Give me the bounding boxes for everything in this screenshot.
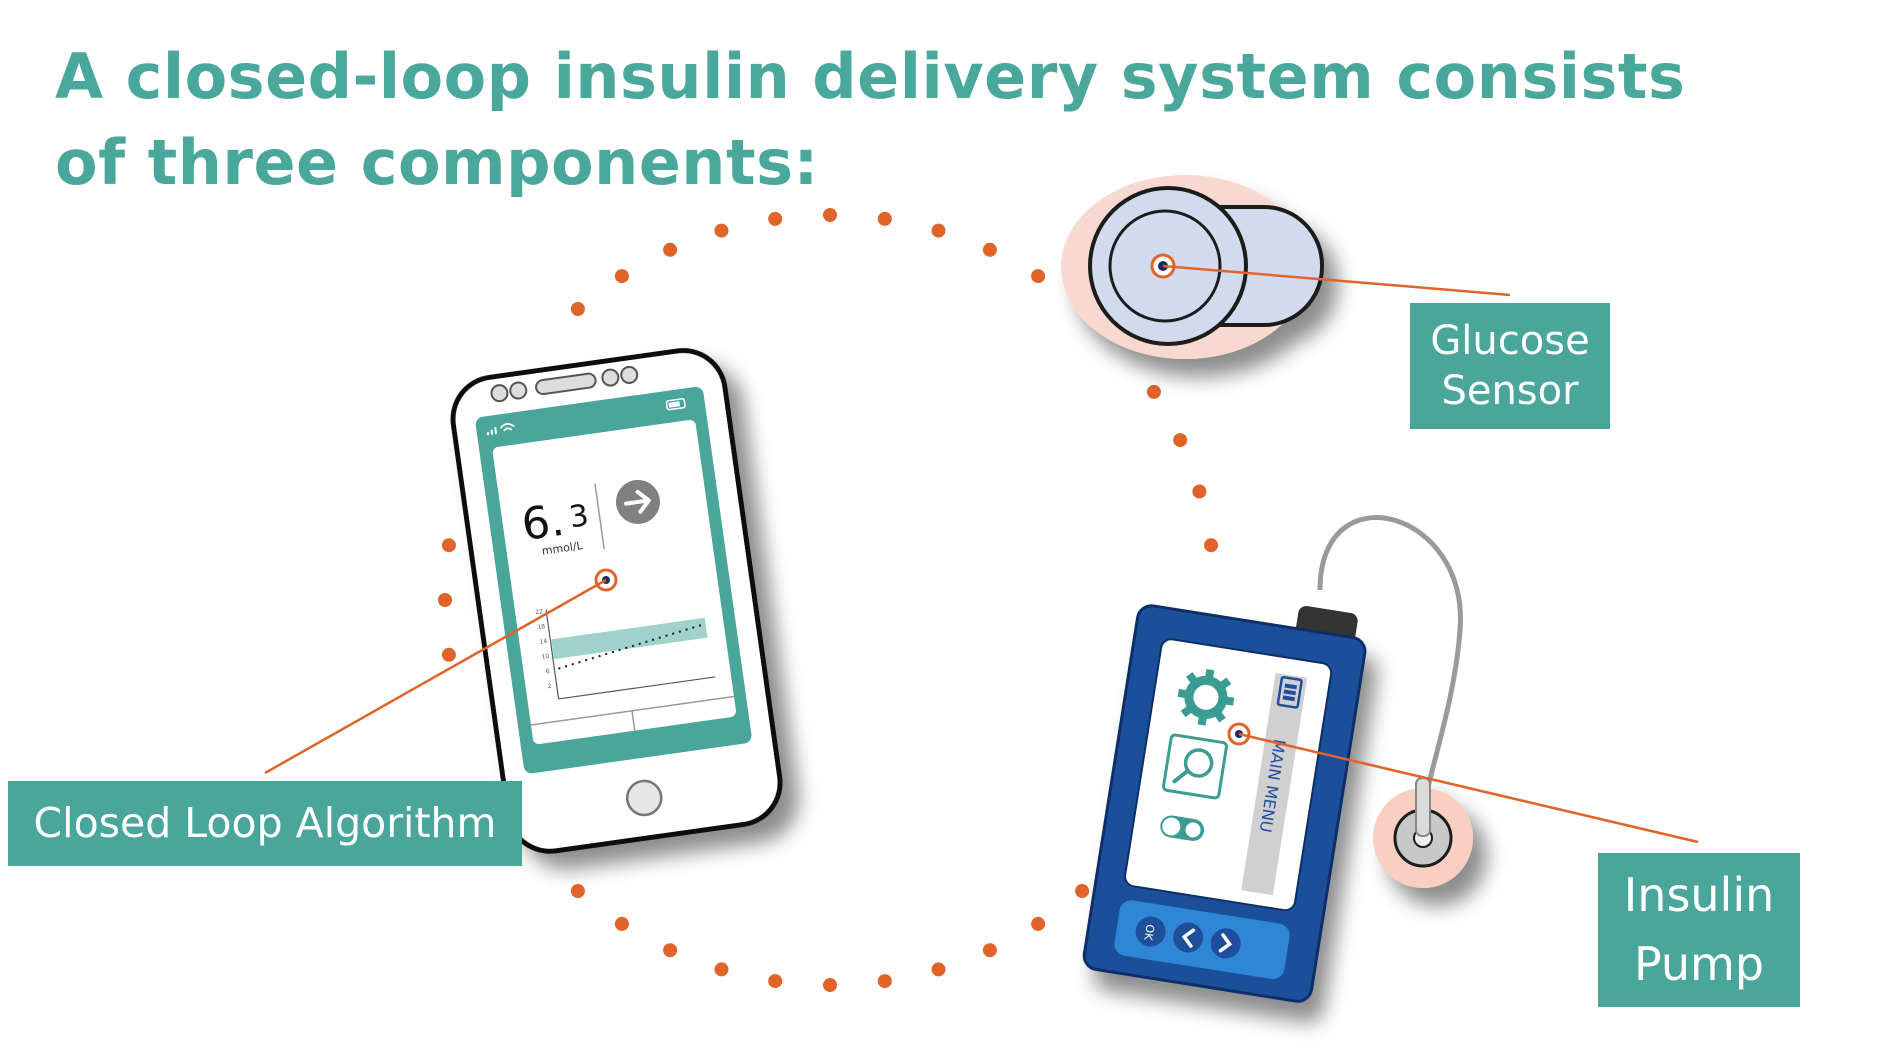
loop-dot (1146, 384, 1161, 399)
closed-loop-algorithm-label: Closed Loop Algorithm (8, 781, 522, 866)
home-button (625, 779, 663, 817)
insulin-pump-device: MAIN MENU (1082, 604, 1367, 1003)
loop-dot (768, 211, 783, 226)
algorithm-pointer-line (264, 578, 607, 775)
battery-icon (1276, 676, 1303, 709)
loop-dot (982, 943, 997, 958)
insulin-pump-label: Insulin Pump (1598, 853, 1800, 1007)
sensor-pointer-line (1162, 264, 1511, 297)
loop-dot (441, 538, 456, 553)
loop-dot (1031, 916, 1046, 931)
closed-loop-algorithm-label-text: Closed Loop Algorithm (33, 798, 497, 847)
y-tick-14: 14 (539, 638, 548, 646)
loop-dot (823, 978, 837, 992)
smartphone-device: 6. 3 mmol/L 22 18 14 10 6 2 (450, 348, 783, 854)
insulin-tubing (1317, 515, 1463, 811)
glucose-reading-decimal: 3 (567, 498, 591, 535)
wifi-icon (499, 423, 515, 432)
signal-icon (486, 426, 498, 436)
loop-dot (614, 916, 629, 931)
y-tick-6: 6 (545, 668, 550, 675)
loop-dot (714, 223, 729, 238)
loop-dot (570, 302, 585, 316)
toggle-icon (1160, 815, 1205, 841)
glucose-sensor-label-line1: Glucose (1430, 318, 1590, 364)
loop-dot (1192, 484, 1207, 499)
loop-dot (663, 943, 678, 958)
dotted-loop-circle (438, 208, 1219, 992)
loop-dot (1075, 884, 1090, 898)
glucose-trend-chart: 22 18 14 10 6 2 (535, 608, 716, 700)
glucose-sensor-label-line2: Sensor (1441, 368, 1579, 414)
pump-pointer-line (1238, 732, 1699, 844)
glucose-unit: mmol/L (541, 539, 584, 558)
glucose-sensor-device (1061, 175, 1324, 359)
forward-button (1210, 928, 1241, 959)
gear-icon (1177, 669, 1235, 726)
back-button (1173, 922, 1204, 953)
loop-dot (982, 242, 997, 257)
loop-dot (570, 884, 585, 898)
page-title: A closed-loop insulin delivery system co… (55, 40, 1686, 199)
battery-icon (665, 398, 686, 411)
y-tick-2: 2 (547, 683, 552, 690)
loop-dot (1031, 269, 1046, 284)
arrow-right-icon (615, 479, 660, 524)
loop-dot (441, 647, 456, 662)
loop-dot (931, 962, 946, 977)
loop-dot (1173, 433, 1188, 448)
loop-dot (877, 974, 892, 989)
loop-dot (823, 208, 837, 222)
loop-dot (1204, 538, 1219, 553)
loop-dot (714, 962, 729, 977)
loop-dot (438, 593, 452, 607)
glucose-sensor-label: Glucose Sensor (1410, 303, 1610, 429)
y-tick-18: 18 (537, 623, 546, 631)
loop-dot (614, 269, 629, 284)
insulin-pump-label-line1: Insulin (1623, 868, 1775, 922)
loop-dot (877, 211, 892, 226)
loop-dot (768, 974, 783, 989)
camera-icon (490, 384, 509, 403)
infusion-site (1373, 777, 1473, 888)
search-icon (1162, 733, 1228, 800)
y-tick-22: 22 (535, 608, 544, 616)
y-tick-10: 10 (541, 653, 550, 661)
loop-dot (931, 223, 946, 238)
glucose-reading-value: 6. (519, 495, 568, 551)
insulin-pump-label-line2: Pump (1633, 937, 1765, 991)
svg-text:OK: OK (1141, 923, 1156, 941)
ok-button: OK (1135, 916, 1166, 947)
loop-dot (663, 242, 678, 257)
